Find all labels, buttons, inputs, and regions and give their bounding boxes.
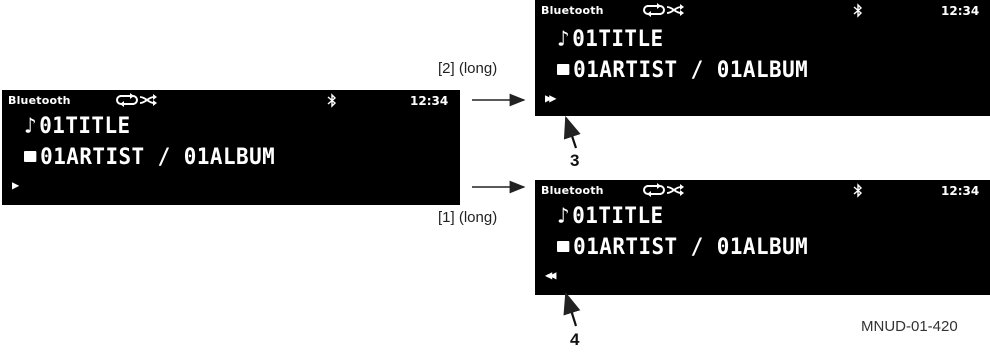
shuffle-icon <box>667 4 684 16</box>
track-title-line: ♪01TITLE <box>557 204 664 229</box>
album-icon <box>557 241 570 252</box>
track-title: 01TITLE <box>39 114 131 139</box>
bluetooth-icon <box>853 3 863 18</box>
artist-album-line: 01ARTIST / 01ALBUM <box>557 58 808 83</box>
repeat-icon <box>116 93 138 107</box>
fast-forward-icon: ▶▶ <box>545 91 557 105</box>
track-title-line: ♪01TITLE <box>557 27 664 52</box>
track-title-line: ♪01TITLE <box>24 114 131 139</box>
artist-album-line: 01ARTIST / 01ALBUM <box>24 145 275 170</box>
callout-pointer-4 <box>563 291 581 327</box>
album-icon <box>24 151 37 162</box>
shuffle-icon <box>140 94 157 106</box>
callout-pointer-3 <box>563 115 581 149</box>
album-icon <box>557 64 570 75</box>
callout-number-4: 4 <box>570 330 580 349</box>
music-note-icon: ♪ <box>24 114 38 139</box>
clock-time: 12:34 <box>941 4 980 18</box>
music-note-icon: ♪ <box>557 27 571 52</box>
artist-album-text: 01ARTIST / 01ALBUM <box>573 58 809 83</box>
clock-time: 12:34 <box>941 184 980 198</box>
repeat-icon <box>643 183 665 197</box>
music-note-icon: ♪ <box>557 204 571 229</box>
bluetooth-icon <box>853 183 863 198</box>
display-main: Bluetooth 12:34 ♪01TITLE 01ARTIST / 01AL… <box>2 90 460 205</box>
clock-time: 12:34 <box>410 94 449 108</box>
artist-album-line: 01ARTIST / 01ALBUM <box>557 235 808 260</box>
artist-album-text: 01ARTIST / 01ALBUM <box>573 235 809 260</box>
play-icon: ▶ <box>12 178 19 192</box>
fast-forward-action-label: [2] (long) <box>438 60 498 77</box>
rewind-icon: ◀◀ <box>545 268 557 282</box>
source-label: Bluetooth <box>541 4 604 17</box>
rewind-action-label: [1] (long) <box>438 209 498 226</box>
callout-number-3: 3 <box>570 151 580 170</box>
repeat-icon <box>643 3 665 17</box>
source-label: Bluetooth <box>541 184 604 197</box>
source-label: Bluetooth <box>8 94 71 107</box>
figure-code: MNUD-01-420 <box>861 318 958 335</box>
bluetooth-icon <box>327 93 337 108</box>
shuffle-icon <box>667 184 684 196</box>
artist-album-text: 01ARTIST / 01ALBUM <box>40 145 276 170</box>
track-title: 01TITLE <box>572 204 664 229</box>
track-title: 01TITLE <box>572 27 664 52</box>
display-fast-forward: Bluetooth 12:34 ♪01TITLE 01ARTIST / 01AL… <box>535 0 990 116</box>
display-rewind: Bluetooth 12:34 ♪01TITLE 01ARTIST / 01AL… <box>535 180 990 295</box>
